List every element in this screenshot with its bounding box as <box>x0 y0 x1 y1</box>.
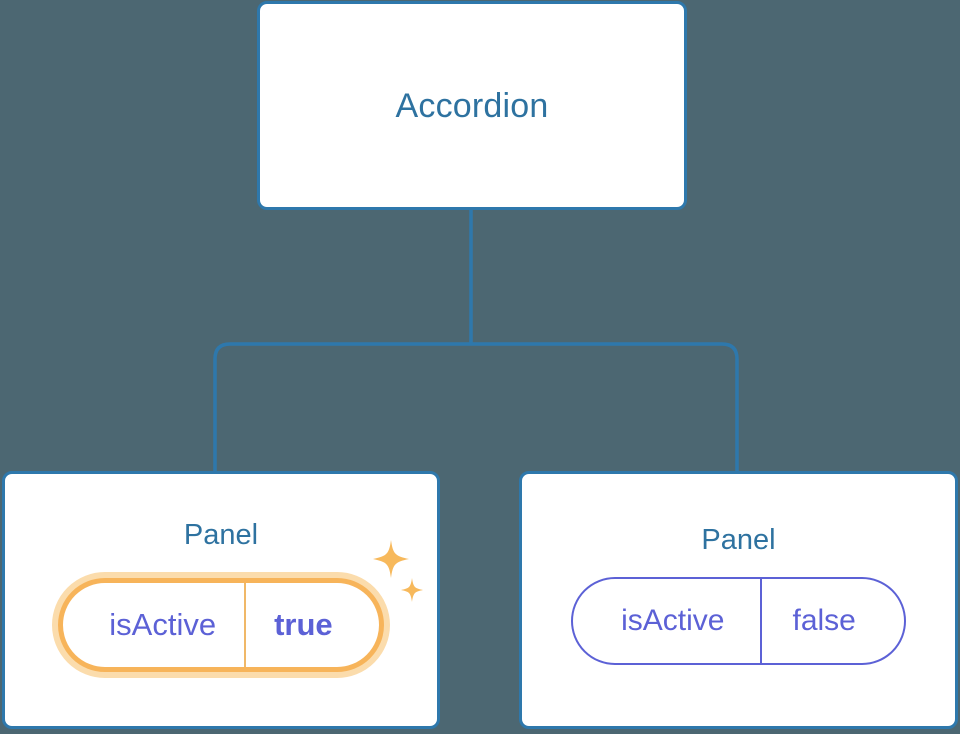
prop-pill-active-glow: isActive true <box>52 572 390 678</box>
prop-value-true: true <box>244 583 379 667</box>
prop-key-isactive: isActive <box>621 604 725 637</box>
prop-pill-active[interactable]: isActive true <box>58 578 384 672</box>
node-accordion[interactable]: Accordion <box>257 1 687 210</box>
prop-key-isactive: isActive <box>109 607 217 642</box>
sparkle-large-icon <box>372 540 409 578</box>
node-panel-active-title: Panel <box>183 519 259 551</box>
prop-pill-active-wrap: isActive true <box>52 540 423 678</box>
node-panel-inactive-title: Panel <box>701 524 776 556</box>
sparkle-small-icon <box>400 578 423 602</box>
node-panel-active[interactable]: Panel isActive true <box>2 471 440 729</box>
prop-pill-inactive-wrap: isActive false <box>571 577 906 665</box>
prop-pill-inactive[interactable]: isActive false <box>571 577 906 665</box>
node-accordion-title: Accordion <box>395 86 549 125</box>
connector-branch-bus <box>213 342 739 471</box>
prop-value-false: false <box>760 579 903 663</box>
node-panel-inactive[interactable]: Panel isActive false <box>519 471 958 729</box>
